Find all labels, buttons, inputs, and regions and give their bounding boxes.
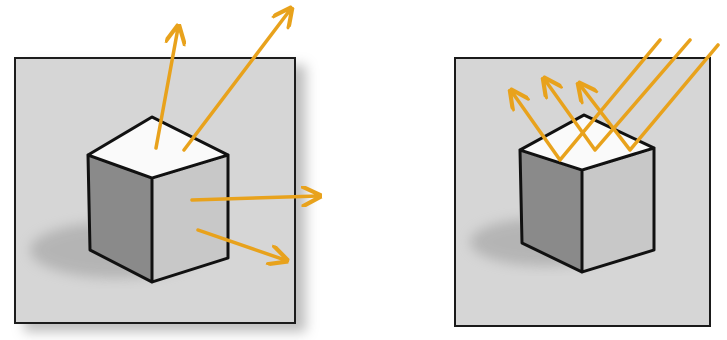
- right-arrows: [512, 38, 720, 162]
- left-arrows: [154, 10, 318, 260]
- right-arrow-2: [545, 38, 692, 152]
- left-cube-top-face: [86, 115, 230, 180]
- left-arrow-up-right: [182, 10, 290, 152]
- right-panel: [454, 38, 720, 327]
- left-cube: [86, 115, 230, 284]
- left-panel: [14, 10, 318, 324]
- right-cube: [518, 113, 656, 274]
- right-arrow-3: [580, 43, 720, 152]
- left-arrow-down-right: [196, 228, 285, 260]
- left-arrow-up: [154, 28, 178, 150]
- right-arrow-1: [512, 38, 662, 162]
- left-arrow-right: [190, 196, 318, 200]
- right-cube-top-face: [518, 113, 656, 172]
